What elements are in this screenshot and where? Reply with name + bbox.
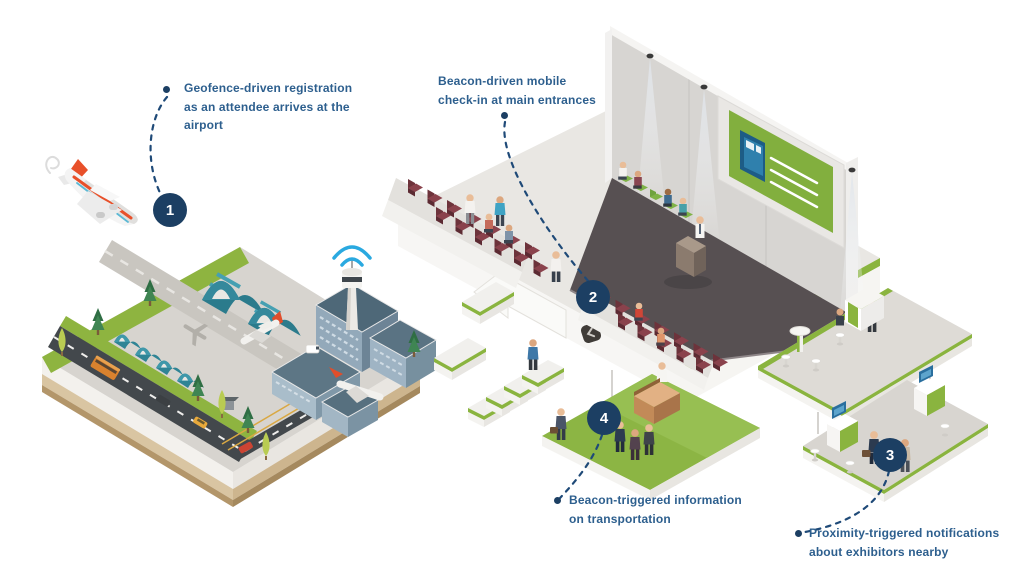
connector-step-3	[803, 469, 891, 534]
car	[156, 394, 171, 407]
parked-airplane	[329, 367, 384, 403]
attendee-briefcase	[550, 408, 567, 440]
contrail	[45, 155, 60, 174]
step-4-number: 4	[599, 409, 609, 427]
hangar-small	[114, 334, 204, 388]
wifi-signal-icon	[332, 245, 372, 267]
car	[238, 441, 253, 454]
step-4-marker: 4	[587, 401, 621, 435]
step-2-line: Beacon-driven mobile	[438, 74, 567, 88]
step-4-dot	[554, 497, 561, 504]
entrance-steps	[434, 282, 564, 427]
step-3-line: about exhibitors nearby	[809, 544, 949, 559]
bus	[90, 355, 121, 380]
step-4-line: Beacon-triggered information	[569, 493, 742, 507]
step-1-dot	[163, 86, 170, 93]
audience-seating	[382, 178, 549, 288]
step-1-label: Geofence-driven registration as an atten…	[184, 79, 352, 135]
airplane-icon	[45, 155, 138, 226]
step-4-label: Beacon-triggered information on transpor…	[569, 491, 742, 528]
hangar-large	[202, 272, 264, 314]
step-2-label: Beacon-driven mobile check-in at main en…	[438, 72, 596, 109]
step-4-line: on transportation	[569, 511, 671, 526]
panel-guests	[618, 161, 693, 218]
step-3-line: Proximity-triggered notifications	[809, 526, 1000, 540]
step-2-dot	[501, 112, 508, 119]
airport-scene	[42, 240, 437, 507]
step-3-number: 3	[885, 446, 895, 464]
step-1-number: 1	[165, 201, 175, 219]
step-1-line: Geofence-driven registration	[184, 81, 353, 95]
step-1-line: airport	[184, 118, 224, 132]
taxi	[193, 416, 208, 429]
exhibitor-kiosk	[827, 401, 858, 452]
transport-platform	[542, 362, 760, 500]
transport-info-desk	[634, 362, 680, 424]
connector-step-2	[503, 120, 591, 284]
step-3-dot	[795, 530, 802, 537]
runway-airplane-silhouette	[183, 323, 209, 347]
step-2-marker: 2	[576, 280, 610, 314]
step-2-number: 2	[588, 288, 598, 306]
service-van	[305, 344, 320, 354]
step-3-marker: 3	[873, 438, 907, 472]
speaker-podium	[664, 216, 712, 289]
step-3-label: Proximity-triggered notifications about …	[809, 524, 999, 561]
step-2-line: check-in at main entrances	[438, 92, 596, 107]
stage-back-wall	[605, 26, 868, 335]
step-1-marker: 1	[153, 193, 187, 227]
audience-seating-front	[550, 251, 728, 390]
exhibitor-kiosk	[914, 365, 945, 416]
presentation-screen	[717, 95, 845, 249]
connector-step-1	[149, 95, 169, 197]
parked-airplane	[240, 311, 283, 345]
step-1-line: as an attendee arrives at the	[184, 99, 350, 114]
registration-counter	[835, 287, 884, 346]
conference-hall	[382, 26, 931, 434]
control-tower	[342, 258, 362, 330]
